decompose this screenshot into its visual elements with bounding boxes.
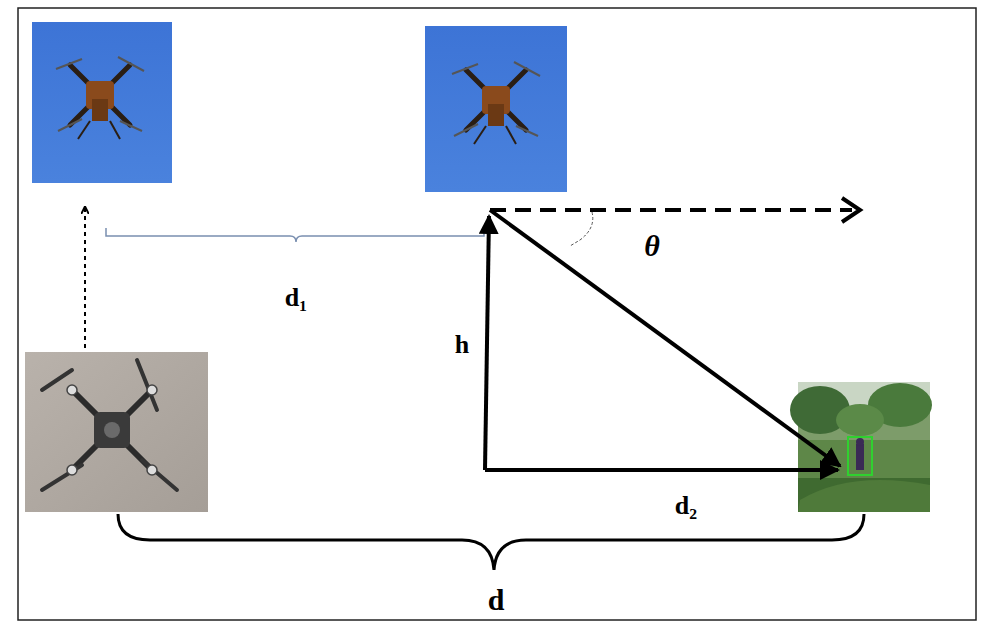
drone-photo	[425, 26, 567, 192]
distance-label: d	[488, 585, 505, 615]
height-arrow	[485, 216, 489, 470]
arrow-head	[842, 198, 860, 222]
distance-label: d₁	[285, 285, 307, 311]
takeoff-arrow	[84, 208, 86, 348]
line-of-sight	[490, 210, 840, 466]
distance-label: d₂	[675, 493, 697, 519]
frame	[18, 8, 976, 620]
d1-bracket	[106, 228, 484, 242]
angle-label: θ	[644, 231, 660, 261]
ground-distance-arrow	[485, 468, 838, 472]
grounded-drone-photo	[25, 352, 208, 512]
horizontal-reference	[490, 208, 852, 212]
d-brace	[118, 514, 864, 570]
drone-photo	[32, 22, 172, 183]
angle-arc	[570, 212, 593, 246]
height-label: h	[455, 332, 469, 358]
